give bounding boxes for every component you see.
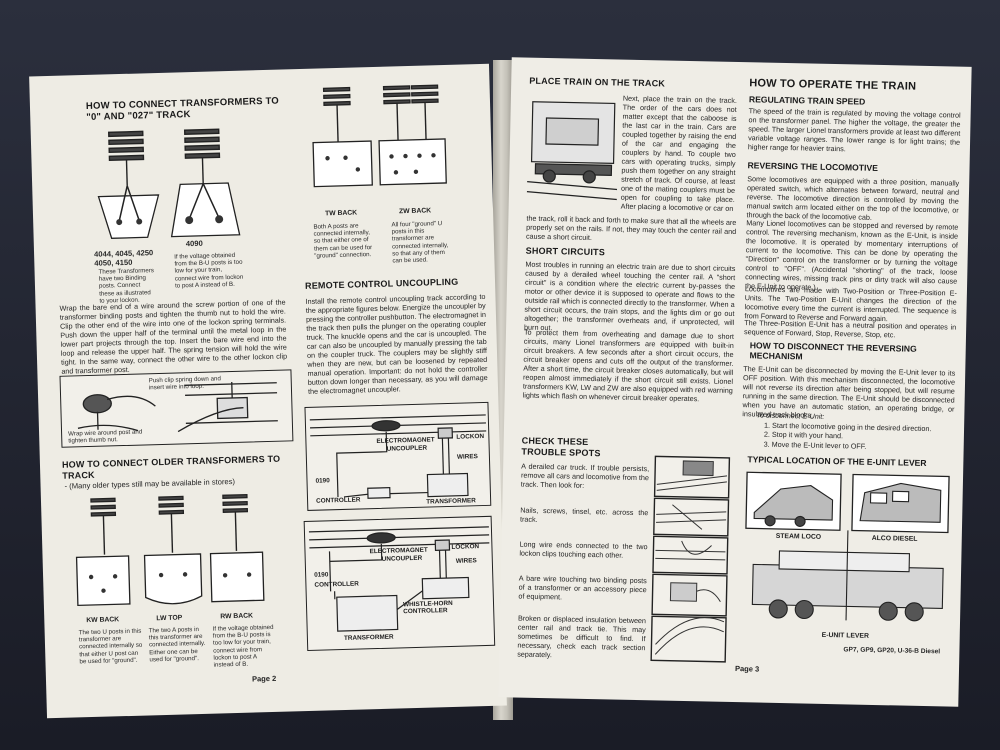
caption-4044: These Transformers have two Binding post… <box>98 267 155 305</box>
reversing-text-4: The Three-Position E-Unit has a neutral … <box>743 318 957 340</box>
reversing-text: Some locomotives are equipped with a thr… <box>746 174 960 222</box>
remote-uncoupling-text: Install the remote control uncoupling tr… <box>305 291 488 396</box>
place-train-text: Next, place the train on the track. The … <box>620 93 737 213</box>
label-rw-back: RW BACK <box>220 612 254 621</box>
diesel-models-caption: GP7, GP9, GP20, U-36-B Diesel <box>843 646 941 656</box>
e-unit-lever-illustration <box>745 471 950 622</box>
caption-zw: All four "ground" U posts in this transf… <box>391 220 449 265</box>
reversing-text-2: Many Lionel locomotives can be stopped a… <box>744 218 959 292</box>
heading-operate-train: HOW TO OPERATE THE TRAIN <box>749 77 917 93</box>
heading-place-train: PLACE TRAIN ON THE TRACK <box>529 75 666 89</box>
trouble-spot-3: Long wire ends connected to the two lock… <box>519 539 648 560</box>
wrap-wire-text: Wrap the bare end of a wire around the s… <box>59 297 288 376</box>
d1-label-transformer: TRANSFORMER <box>426 497 476 506</box>
trouble-spot-1: A derailed car truck. If trouble persist… <box>520 461 650 490</box>
trouble-spot-2: Nails, screws, tinsel, etc. across the t… <box>519 505 649 524</box>
left-page: HOW TO CONNECT TRANSFORMERS TO "0" AND "… <box>29 63 507 719</box>
caption-push-clip: Push clip spring down and insert wire in… <box>148 375 221 392</box>
model-label-4090: 4090 <box>185 238 203 249</box>
d1-label-uncoupler: UNCOUPLER <box>386 444 428 453</box>
heading-transformers: HOW TO CONNECT TRANSFORMERS TO "0" AND "… <box>85 95 280 123</box>
locomotive-on-track-illustration <box>526 101 618 201</box>
label-lw-top: LW TOP <box>156 614 183 623</box>
heading-remote-uncoupling: REMOTE CONTROL UNCOUPLING <box>304 276 459 291</box>
label-steam-loco: STEAM LOCO <box>775 532 822 541</box>
heading-disconnect: HOW TO DISCONNECT THE REVERSING MECHANIS… <box>749 340 917 362</box>
caption-lw: The two A posts in this transformer are … <box>148 626 206 664</box>
uncoupler-wiring-1 <box>309 414 487 499</box>
d2-label-controller: CONTROLLER <box>314 580 359 589</box>
model-label-4050: 4050, 4150 <box>94 257 133 268</box>
d2-label-transformer: TRANSFORMER <box>343 633 394 642</box>
heading-typical-location: TYPICAL LOCATION OF THE E-UNIT LEVER <box>747 454 927 469</box>
older-transformers-illustration <box>75 493 265 607</box>
d1-label-wires: WIRES <box>456 453 478 461</box>
d1-label-0190: 0190 <box>315 477 330 485</box>
d2-label-0190: 0190 <box>314 571 329 579</box>
model-label-4044: 4044, 4045, 4250 <box>93 248 154 259</box>
heading-short-circuits: SHORT CIRCUITS <box>525 245 606 258</box>
caption-tw: Both A posts are connected internally, s… <box>313 222 373 260</box>
d1-label-controller: CONTROLLER <box>315 496 361 505</box>
trouble-spots-illustration <box>650 455 731 663</box>
label-kw-back: KW BACK <box>86 616 120 625</box>
uncoupler-wiring-2 <box>308 526 490 632</box>
label-alco-diesel: ALCO DIESEL <box>871 534 918 543</box>
page-number-right: Page 3 <box>734 664 760 674</box>
d1-label-lockon: LOCKON <box>456 432 485 441</box>
d2-label-whistle-controller: WHISTLE-HORN CONTROLLER <box>402 599 453 616</box>
d2-label-uncoupler: UNCOUPLER <box>381 554 423 563</box>
uncoupler-diagram-1: ELECTROMAGNET UNCOUPLER LOCKON WIRES 019… <box>304 401 492 511</box>
d2-label-wires: WIRES <box>455 557 477 565</box>
disconnect-steps: 1. Start the locomotive going in the des… <box>764 421 955 453</box>
label-e-unit-lever: E-UNIT LEVER <box>821 631 869 640</box>
transformer-posts-illustration <box>97 128 241 239</box>
lockon-clip-drawing <box>77 381 278 433</box>
page-number-left: Page 2 <box>251 673 277 684</box>
lockon-clip-figure: Push clip spring down and insert wire in… <box>59 369 294 448</box>
heading-reversing: REVERSING THE LOCOMOTIVE <box>747 160 878 173</box>
heading-trouble-spots: CHECK THESE TROUBLE SPOTS <box>521 435 601 459</box>
caption-rw: If the voltage obtained from the B-U pos… <box>212 623 274 669</box>
tw-zw-illustration <box>312 84 447 188</box>
uncoupler-diagram-2: ELECTROMAGNET UNCOUPLER LOCKON WIRES 019… <box>303 515 496 652</box>
caption-wrap-wire: Wrap wire around post and tighten thumb … <box>68 428 143 445</box>
train-speed-text: The speed of the train is regulated by m… <box>747 106 961 154</box>
caption-4090: If the voltage obtained from the B-U pos… <box>174 251 244 290</box>
label-zw-back: ZW BACK <box>398 207 432 216</box>
place-train-text-2: the track, roll it back and forth to mak… <box>525 213 737 242</box>
trouble-spot-4: A bare wire touching two binding posts o… <box>518 573 647 602</box>
short-circuits-text: Most troubles in running an electric tra… <box>524 259 736 333</box>
d2-label-lockon: LOCKON <box>451 543 480 551</box>
label-tw-back: TW BACK <box>324 209 358 218</box>
short-circuits-text-2: To protect them from overheating and dam… <box>522 327 735 404</box>
right-page: PLACE TRAIN ON THE TRACK Next, place the… <box>498 57 972 707</box>
caption-kw: The two U posts in this transformer are … <box>78 627 143 666</box>
trouble-spot-5: Broken or displaced insulation between c… <box>517 613 647 660</box>
